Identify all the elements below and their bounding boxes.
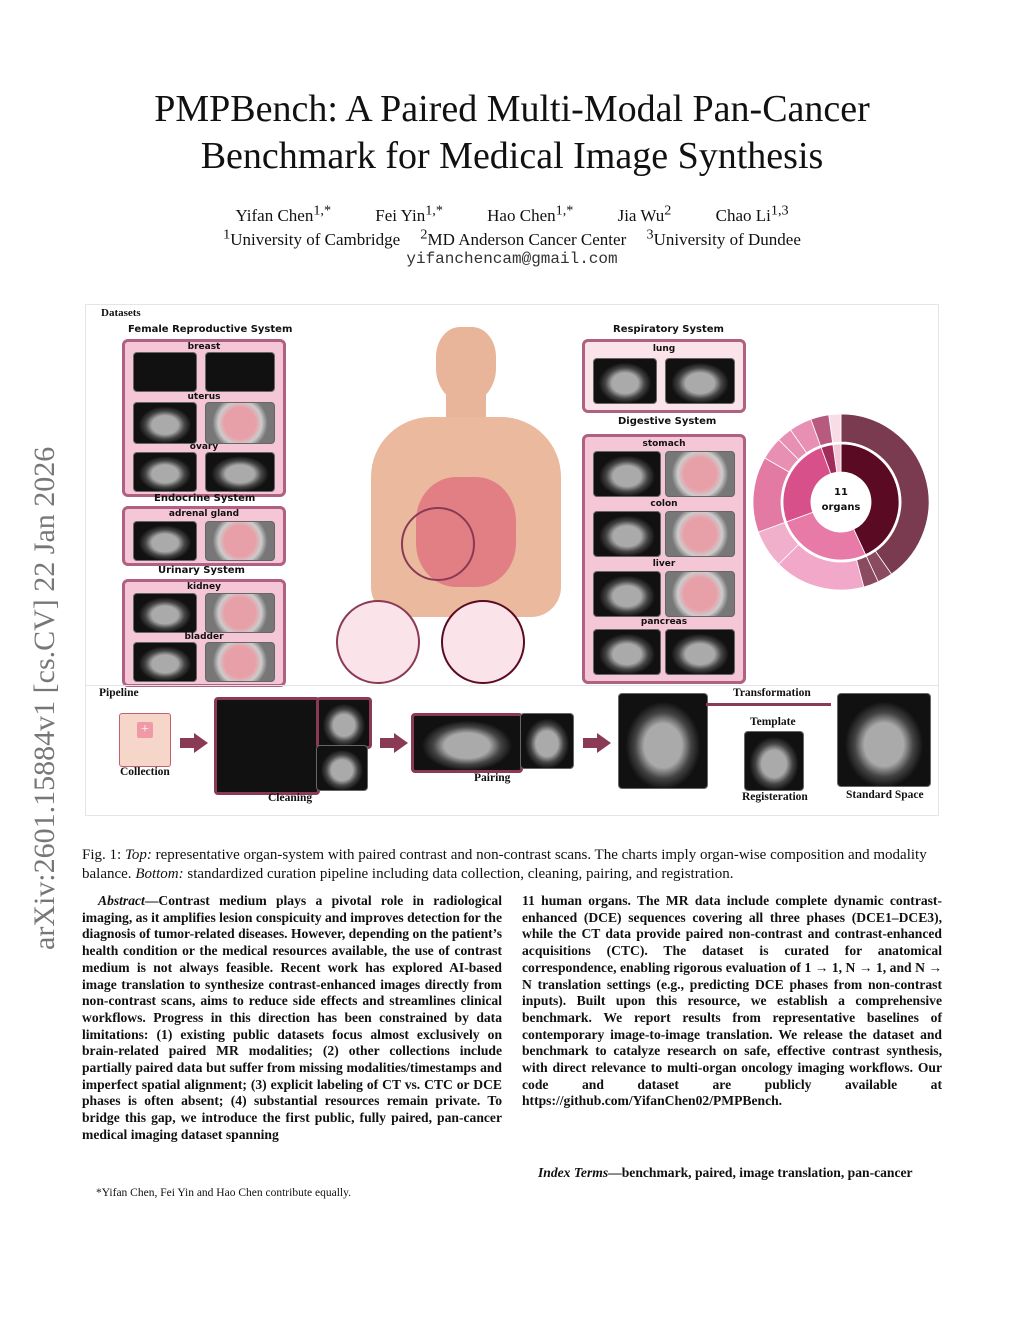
hospital-icon: + [119, 713, 171, 767]
uterus-inset [441, 600, 525, 684]
pairing-label: Pairing [474, 772, 511, 784]
author: Hao Chen1,* [487, 202, 574, 225]
standard-space-label: Standard Space [846, 789, 924, 801]
figure-caption: Fig. 1: Top: representative organ-system… [82, 847, 927, 882]
pipeline-label: Pipeline [99, 687, 139, 699]
author-list: Yifan Chen1,* Fei Yin1,* Hao Chen1,* Jia… [0, 202, 1024, 226]
figure-1: Datasets Female Reproductive System brea… [85, 304, 939, 816]
endocrine-label: Endocrine System [154, 493, 256, 504]
author: Jia Wu2 [617, 202, 672, 225]
urinary-panel: kidney bladder [122, 579, 286, 687]
endocrine-panel: adrenal gland [122, 506, 286, 566]
bladder-inset [336, 600, 420, 684]
digestive-label: Digestive System [618, 416, 717, 427]
author: Fei Yin1,* [375, 202, 443, 225]
registration-label: Registeration [742, 791, 808, 803]
outer-segment-lung [828, 413, 842, 444]
author: Chao Li1,3 [715, 202, 789, 225]
index-terms: Index Terms—benchmark, paired, image tra… [538, 1165, 913, 1180]
abstract-left: Abstract—Contrast medium plays a pivotal… [82, 893, 502, 1142]
arxiv-stamp: arXiv:2601.15884v1 [cs.CV] 22 Jan 2026 [28, 446, 61, 950]
collection-label: Collection [120, 766, 170, 778]
female-system-panel: breast uterus ovary [122, 339, 286, 497]
digestive-panel: stomach colon liver pancreas [582, 434, 746, 684]
inner-segment-respiratory [832, 443, 842, 473]
outer-segment-breast [840, 413, 930, 575]
respiratory-panel: lung [582, 339, 746, 413]
inner-segment-urinary [785, 511, 867, 561]
contact-email[interactable]: yifanchencam@gmail.com [406, 250, 618, 268]
female-system-label: Female Reproductive System [128, 324, 293, 335]
transformation-label: Transformation [733, 687, 811, 699]
affiliations: 1University of Cambridge 2MD Anderson Ca… [223, 226, 801, 249]
template-label: Template [750, 716, 796, 728]
urinary-label: Urinary System [158, 565, 245, 576]
abstract-right: 11 human organs. The MR data include com… [522, 893, 942, 1109]
organ-sunburst-chart [752, 413, 930, 591]
footnote: *Yifan Chen, Fei Yin and Hao Chen contri… [96, 1187, 351, 1199]
inner-segment-female-reproductive [840, 443, 900, 556]
datasets-label: Datasets [101, 307, 141, 319]
anatomy-illustration [361, 327, 571, 627]
paper-title: PMPBench: A Paired Multi-Modal Pan-Cance… [154, 88, 870, 177]
arrow-icon [194, 733, 208, 753]
author: Yifan Chen1,* [235, 202, 332, 225]
respiratory-label: Respiratory System [613, 324, 724, 335]
cleaning-label: Cleaning [268, 792, 313, 804]
